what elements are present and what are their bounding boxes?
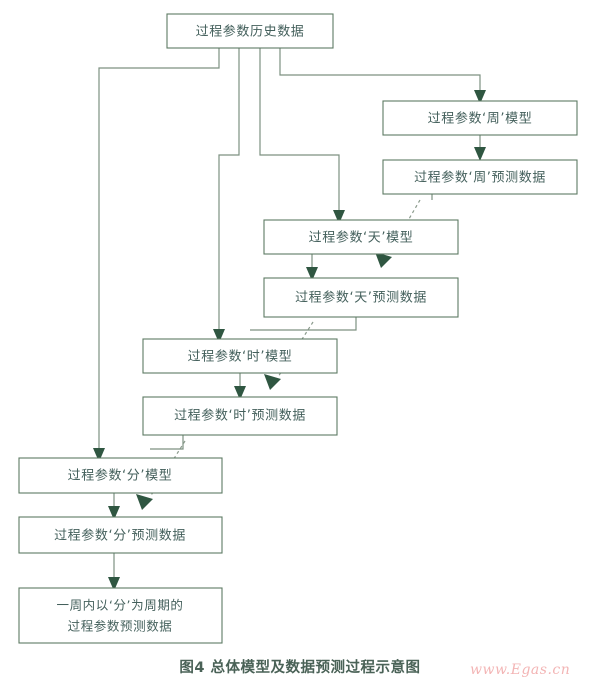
- watermark-text: www.Egas.cn: [470, 662, 571, 678]
- arrowhead-day-model: [333, 210, 345, 224]
- node-history[interactable]: 过程参数历史数据: [166, 13, 334, 49]
- node-day-model[interactable]: 过程参数‘天’模型: [263, 219, 459, 255]
- connector-day-pred-to-hour-model: [250, 317, 357, 331]
- node-week-pred[interactable]: 过程参数‘周’预测数据: [382, 159, 578, 195]
- arrowhead-minute-model: [93, 448, 105, 462]
- arrowhead-dashed-day-pred: [375, 252, 392, 268]
- node-final-output[interactable]: 一周内以‘分’为周期的 过程参数预测数据: [18, 587, 223, 644]
- node-hour-pred[interactable]: 过程参数‘时’预测数据: [142, 396, 338, 436]
- arrowhead-dashed-hour-pred: [264, 374, 281, 390]
- node-minute-pred-label: 过程参数‘分’预测数据: [54, 528, 186, 544]
- node-hour-model[interactable]: 过程参数‘时’模型: [142, 338, 338, 374]
- arrowhead-hour-model: [213, 329, 225, 343]
- node-minute-model-label: 过程参数‘分’模型: [68, 468, 173, 484]
- arrowhead-hour-pred: [234, 386, 246, 400]
- node-week-model[interactable]: 过程参数‘周’模型: [382, 100, 578, 136]
- connector-hour-pred-to-minute-model: [150, 435, 184, 450]
- arrowhead-week-model: [474, 90, 486, 104]
- node-hour-model-box[interactable]: [142, 338, 338, 374]
- node-history-label: 过程参数历史数据: [196, 24, 305, 40]
- node-hour-model-label: 过程参数‘时’模型: [188, 349, 293, 365]
- arrowhead-minute-pred: [108, 506, 120, 520]
- node-day-model-label: 过程参数‘天’模型: [309, 230, 414, 246]
- node-minute-model[interactable]: 过程参数‘分’模型: [18, 457, 223, 494]
- node-final-output-label-line1: 一周内以‘分’为周期的: [56, 598, 183, 613]
- node-hour-pred-box[interactable]: [142, 396, 338, 436]
- node-hour-pred-label: 过程参数‘时’预测数据: [174, 408, 306, 424]
- arrowhead-day-pred: [306, 267, 318, 281]
- node-minute-pred-box[interactable]: [18, 516, 223, 554]
- connector-history-to-minute-model: [98, 48, 220, 449]
- node-minute-model-box[interactable]: [18, 457, 223, 494]
- node-minute-pred[interactable]: 过程参数‘分’预测数据: [18, 516, 223, 554]
- node-day-pred-label: 过程参数‘天’预测数据: [295, 290, 427, 306]
- node-day-model-box[interactable]: [263, 219, 459, 255]
- node-final-output-box[interactable]: [18, 587, 223, 644]
- node-week-pred-label: 过程参数‘周’预测数据: [414, 170, 546, 186]
- connector-history-to-week-model: [279, 48, 481, 91]
- node-final-output-label-line2: 过程参数预测数据: [68, 619, 173, 634]
- connector-history-to-hour-model: [218, 48, 240, 330]
- figure-caption: 图4 总体模型及数据预测过程示意图: [179, 660, 421, 676]
- node-week-model-label: 过程参数‘周’模型: [428, 111, 533, 127]
- node-day-pred-box[interactable]: [263, 277, 459, 318]
- node-day-pred[interactable]: 过程参数‘天’预测数据: [263, 277, 459, 318]
- node-week-pred-box[interactable]: [382, 159, 578, 195]
- arrowhead-dashed-minute-pred: [136, 494, 153, 510]
- node-history-box[interactable]: [166, 13, 334, 49]
- arrowhead-week-pred: [474, 147, 486, 161]
- node-week-model-box[interactable]: [382, 100, 578, 136]
- connector-history-to-day-model: [259, 48, 340, 211]
- arrowhead-final-output: [108, 577, 120, 591]
